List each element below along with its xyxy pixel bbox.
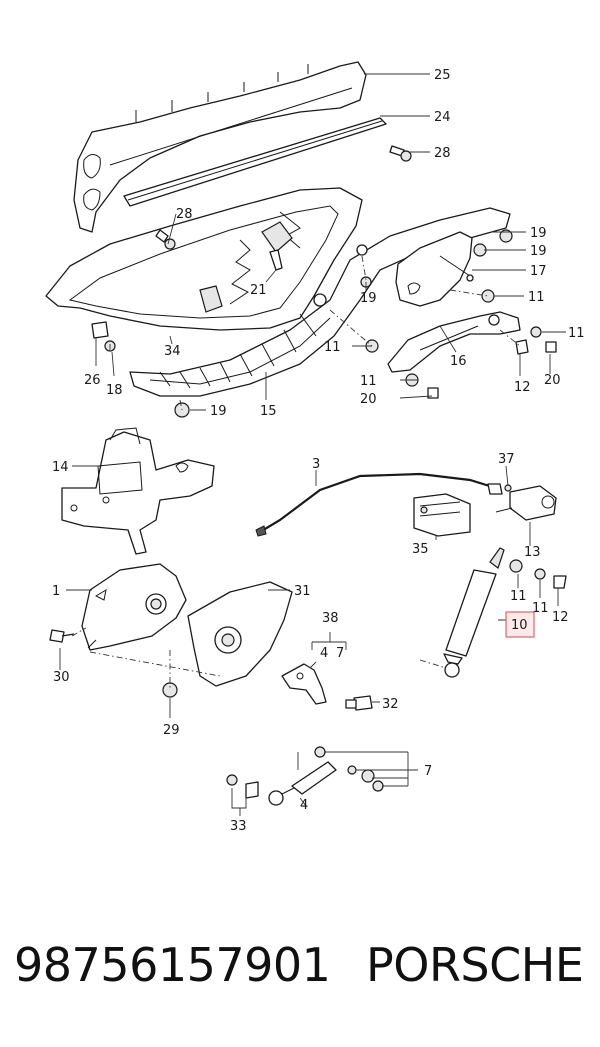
callout-7: 7 [336, 646, 344, 661]
callout-4: 4 [320, 646, 328, 661]
callout-26: 26 [84, 373, 101, 388]
callout-38: 38 [322, 611, 339, 626]
callout-34: 34 [164, 344, 181, 359]
part-34-trim-frame [45, 187, 363, 331]
callout-17: 17 [530, 264, 547, 279]
callout-10-highlight [505, 611, 535, 638]
part-25-cover-panel [73, 61, 367, 233]
callout-19: 19 [360, 291, 377, 306]
callout-25: 25 [434, 68, 451, 83]
callout-24: 24 [434, 110, 451, 125]
part-30-bolt [49, 629, 75, 643]
part-number: 98756157901 [14, 938, 331, 992]
part-14-latch-bracket [61, 427, 215, 555]
part-13-motor [495, 485, 557, 521]
part-17-hinge-bracket [395, 231, 474, 307]
part-21-bracket [199, 221, 293, 313]
callout-7: 7 [424, 764, 432, 779]
part-32-bolt [345, 695, 373, 711]
callout-11: 11 [324, 340, 341, 355]
callout-10: 10 [511, 618, 528, 633]
callout-13: 13 [524, 545, 541, 560]
brand-name: PORSCHE [366, 938, 584, 992]
callout-14: 14 [52, 460, 69, 475]
callout-20: 20 [360, 392, 377, 407]
callout-11: 11 [360, 374, 377, 389]
callout-19: 19 [210, 404, 227, 419]
callout-28-lower: 28 [176, 207, 193, 222]
callout-11: 11 [532, 601, 549, 616]
part-4-ball-stud [268, 761, 337, 806]
callout-33: 33 [230, 819, 247, 834]
callout-32: 32 [382, 697, 399, 712]
part-10-gas-strut [443, 547, 505, 678]
callout-18: 18 [106, 383, 123, 398]
callout-11: 11 [528, 290, 545, 305]
callout-3: 3 [312, 457, 320, 472]
callout-30: 30 [53, 670, 70, 685]
part-31-hinge-cover [187, 581, 293, 687]
part-15-main-arm [129, 207, 511, 397]
part-3-cable [255, 472, 503, 537]
callout-15: 15 [260, 404, 277, 419]
callout-1: 1 [52, 584, 60, 599]
callout-21: 21 [250, 283, 267, 298]
callout-12: 12 [552, 610, 569, 625]
callout-19: 19 [530, 244, 547, 259]
part-38-bracket [281, 663, 327, 705]
callout-11: 11 [568, 326, 585, 341]
part-24-seal-strip [123, 117, 387, 207]
part-1-hinge-plate [81, 563, 187, 651]
part-28-screw [389, 145, 412, 162]
callout-28: 28 [434, 146, 451, 161]
callout-29: 29 [163, 723, 180, 738]
callout-4: 4 [300, 798, 308, 813]
part-35-actuator-block [413, 493, 471, 537]
callout-11: 11 [510, 589, 527, 604]
parts-diagram: 25 24 28 28 19 19 17 21 19 11 11 34 11 1… [45, 61, 585, 834]
callout-35: 35 [412, 542, 429, 557]
callout-16: 16 [450, 354, 467, 369]
callout-31: 31 [294, 584, 311, 599]
part-28-screw-lower [155, 229, 176, 250]
callout-12: 12 [514, 380, 531, 395]
callout-37: 37 [498, 452, 515, 467]
callout-19: 19 [530, 226, 547, 241]
footer: 98756157901 PORSCHE [0, 930, 600, 1010]
callout-20: 20 [544, 373, 561, 388]
